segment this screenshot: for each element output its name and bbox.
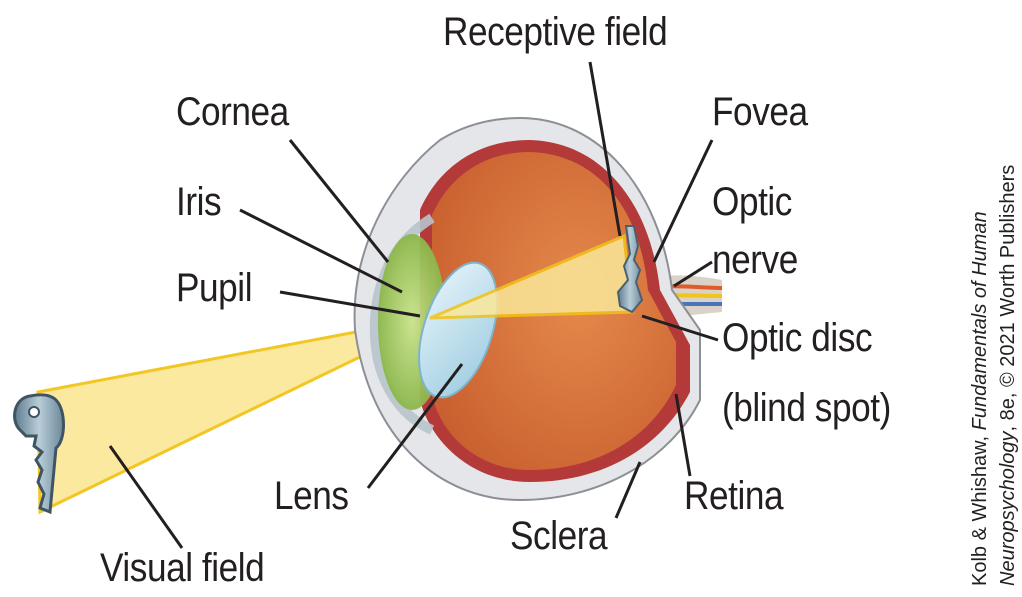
copyright-credit: Kolb & Whishaw, Fundamentals of Human Ne…: [966, 165, 1022, 586]
label-receptive-field: Receptive field: [443, 10, 668, 54]
label-fovea: Fovea: [712, 90, 808, 134]
label-optic-disc-2: (blind spot): [722, 386, 891, 430]
label-optic-disc-1: Optic disc: [722, 316, 873, 360]
leader-retina: [674, 393, 692, 477]
label-sclera: Sclera: [510, 514, 608, 558]
label-iris: Iris: [176, 180, 222, 224]
retinal-image-key: [616, 225, 644, 314]
leader-lines: [108, 61, 719, 549]
label-optic-nerve-1: Optic: [712, 180, 792, 224]
credit-line-1: Kolb & Whishaw, Fundamentals of Human: [969, 211, 991, 586]
leader-sclera: [614, 461, 642, 519]
leader-cornea: [288, 139, 390, 263]
leader-fovea: [652, 139, 714, 263]
label-pupil: Pupil: [176, 266, 253, 310]
leader-receptive-field: [588, 61, 622, 237]
leader-optic-nerve: [673, 260, 713, 288]
leader-lens: [366, 363, 464, 489]
label-lens: Lens: [274, 474, 349, 518]
leader-optic-disc: [641, 314, 719, 342]
leader-iris: [239, 208, 403, 294]
label-cornea: Cornea: [176, 90, 289, 134]
leader-visual-field: [108, 445, 184, 549]
label-retina: Retina: [684, 474, 784, 518]
label-visual-field: Visual field: [100, 546, 265, 590]
credit-line-2: Neuropsychology, 8e, © 2021 Worth Publis…: [997, 164, 1019, 586]
label-optic-nerve-2: nerve: [712, 238, 798, 282]
leader-pupil: [279, 290, 421, 318]
visual-field-key: [13, 393, 65, 515]
